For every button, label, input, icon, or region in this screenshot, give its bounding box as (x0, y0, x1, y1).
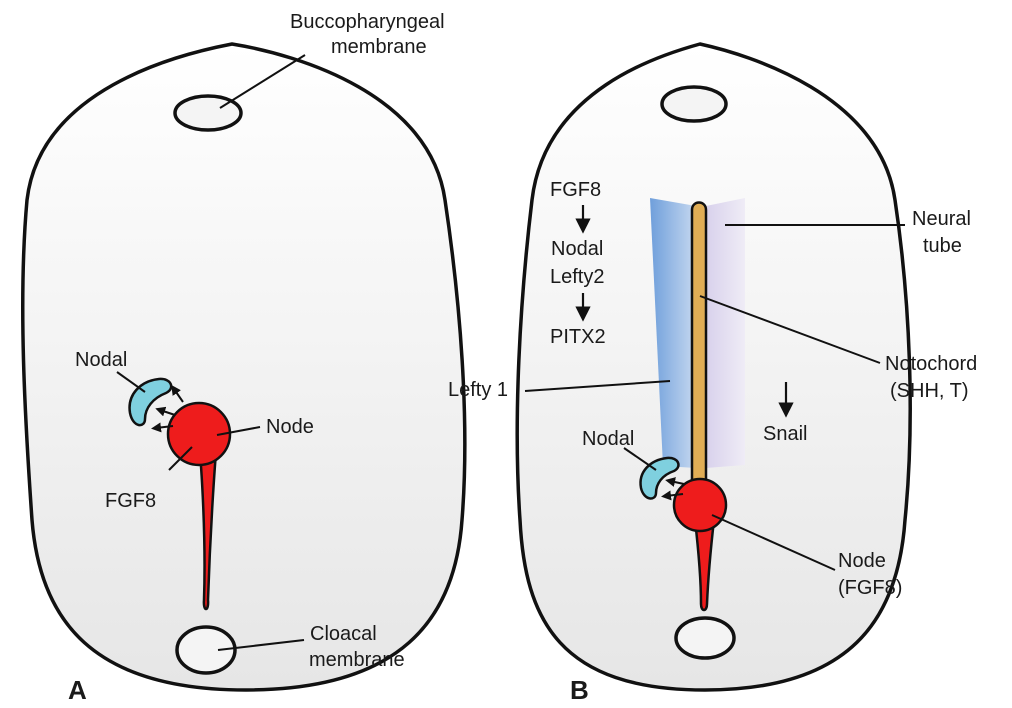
panel-a: Buccopharyngeal membrane Nodal Node FGF8… (23, 11, 465, 705)
panel-label-b: B (570, 675, 589, 705)
node-label-a: Node (266, 416, 314, 438)
cascade-item: Nodal (551, 238, 603, 260)
buccopharyngeal-label-line2: membrane (331, 36, 427, 58)
panel-label-a: A (68, 675, 87, 705)
panel-b: FGF8 Nodal Lefty2 PITX2 Neural tube Noto… (448, 44, 977, 705)
cascade-item: FGF8 (550, 179, 601, 201)
neural-tube-label-line1: Neural (912, 208, 971, 230)
buccopharyngeal-label-line1: Buccopharyngeal (290, 11, 445, 33)
neural-tube-label-line2: tube (923, 235, 962, 257)
node-label-b-line2: (FGF8) (838, 577, 902, 599)
node-b (674, 479, 726, 531)
buccopharyngeal-membrane-b (662, 87, 726, 121)
lefty1-label: Lefty 1 (448, 379, 508, 401)
cloacal-label-line1: Cloacal (310, 623, 377, 645)
notochord (692, 203, 706, 491)
snail-label: Snail (763, 423, 807, 445)
fgf8-label-a: FGF8 (105, 490, 156, 512)
node-label-b-line1: Node (838, 550, 886, 572)
cascade-item: PITX2 (550, 326, 606, 348)
nodal-label-a: Nodal (75, 349, 127, 371)
cascade-item: Lefty2 (550, 266, 604, 288)
neural-tube-region (706, 198, 745, 468)
notochord-label-line1: Notochord (885, 353, 977, 375)
notochord-label-line2: (SHH, T) (890, 380, 969, 402)
nodal-label-b: Nodal (582, 428, 634, 450)
cloacal-label-line2: membrane (309, 649, 405, 671)
cloacal-membrane-b (676, 618, 734, 658)
